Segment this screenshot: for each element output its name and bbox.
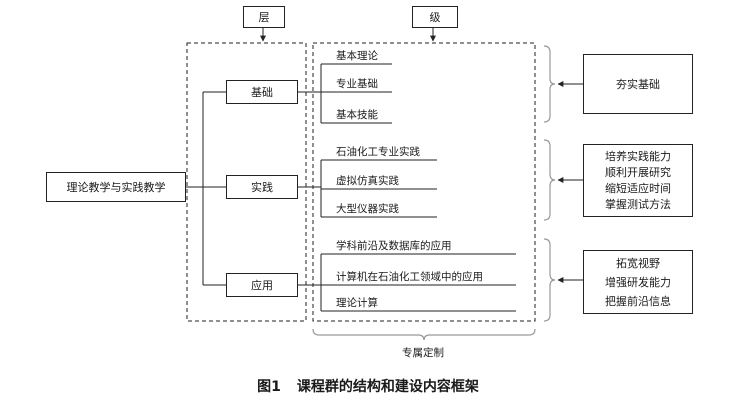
goal-box-3: 拓宽视野 增强研发能力 把握前沿信息 (583, 250, 693, 314)
figure-number: 图1 (257, 379, 281, 395)
goal-box-2: 培养实践能力 顺利开展研究 缩短适应时间 掌握测试方法 (583, 144, 693, 217)
goal-3-line-2: 增强研发能力 (605, 275, 671, 289)
level-box-application-text: 应用 (251, 279, 273, 292)
item-basic-2: 专业基础 (336, 78, 378, 90)
figure-title: 课程群的结构和建设内容框架 (296, 379, 479, 395)
goal-3-line-3: 把握前沿信息 (605, 294, 671, 308)
level-box-application: 应用 (226, 273, 298, 297)
level-header-text: 级 (429, 11, 441, 24)
goal-2-line-2: 顺利开展研究 (605, 165, 671, 179)
brace-practice (543, 139, 556, 221)
level-box-basic: 基础 (226, 80, 298, 104)
layer-header-text: 层 (258, 11, 270, 24)
bottom-label: 专属定制 (402, 347, 444, 359)
goal-2-line-3: 缩短适应时间 (605, 181, 671, 195)
goal-1-line-1: 夯实基础 (616, 77, 660, 91)
goal-3-line-1: 拓宽视野 (616, 256, 660, 270)
level-box-basic-text: 基础 (251, 86, 273, 99)
figure-caption: 图1 课程群的结构和建设内容框架 (0, 376, 736, 396)
layer-dashed-region (186, 42, 307, 322)
item-practice-3: 大型仪器实践 (336, 203, 399, 215)
item-practice-1: 石油化工专业实践 (336, 146, 420, 158)
brace-application (543, 238, 556, 322)
item-application-1: 学科前沿及数据库的应用 (336, 240, 452, 252)
goal-2-line-4: 掌握测试方法 (605, 197, 671, 211)
item-basic-3: 基本技能 (336, 109, 378, 121)
level-header-box: 级 (412, 6, 458, 28)
goal-2-line-1: 培养实践能力 (605, 149, 671, 163)
item-practice-2: 虚拟仿真实践 (336, 175, 399, 187)
item-application-2: 计算机在石油化工领域中的应用 (336, 271, 483, 283)
level-box-practice-text: 实践 (251, 181, 273, 194)
item-basic-1: 基本理论 (336, 50, 378, 62)
brace-basic (543, 45, 556, 123)
goal-box-1: 夯实基础 (583, 54, 693, 114)
level-dashed-region (312, 42, 536, 322)
root-text: 理论教学与实践教学 (66, 181, 166, 194)
root-box: 理论教学与实践教学 (46, 172, 186, 202)
item-application-3: 理论计算 (336, 297, 378, 309)
level-box-practice: 实践 (226, 175, 298, 199)
bottom-brace (312, 328, 536, 341)
layer-header-box: 层 (243, 6, 285, 28)
